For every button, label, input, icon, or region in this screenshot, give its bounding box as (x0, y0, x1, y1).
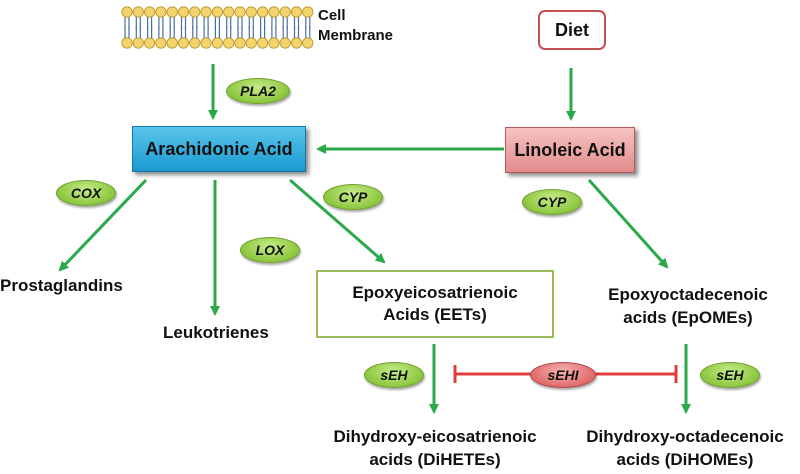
lipid-head (189, 6, 201, 18)
pla2-enzyme-pill: PLA2 (226, 78, 290, 104)
lipid-head (223, 6, 235, 18)
linoleic-acid-box: Linoleic Acid (505, 127, 635, 173)
lipid-head (234, 6, 246, 18)
arrow-aa-to-prostaglandins (58, 178, 148, 272)
lipid-head (155, 37, 167, 49)
dihetes-line2: acids (DiHETEs) (369, 450, 501, 469)
dihetes-line1: Dihydroxy-eicosatrienoic (333, 427, 537, 446)
lox-enzyme-pill: LOX (240, 237, 300, 263)
diet-box: Diet (538, 10, 606, 50)
epomes-line2: acids (EpOMEs) (623, 308, 753, 327)
lipid-head (132, 37, 144, 49)
lipid-head (144, 6, 156, 18)
cyp-aa-enzyme-pill: CYP (323, 184, 383, 210)
lipid-head (245, 6, 257, 18)
dihetes-label: Dihydroxy-eicosatrienoic acids (DiHETEs) (304, 425, 566, 471)
lipid-head (155, 6, 167, 18)
lipid-head (256, 37, 269, 49)
lipid-head (200, 6, 212, 18)
lipid-head (268, 37, 280, 49)
lipid-head (211, 37, 223, 49)
cox-enzyme-pill: COX (56, 180, 116, 206)
membrane-label-line1: Cell (318, 7, 346, 24)
membrane-label: Cell Membrane (318, 6, 393, 46)
epomes-line1: Epoxyoctadecenoic (608, 285, 768, 304)
lipid-head (290, 37, 303, 49)
dihomes-line1: Dihydroxy-octadecenoic (586, 427, 784, 446)
lipid-head (279, 6, 291, 18)
arrow-aa-to-eets (289, 178, 386, 264)
dihomes-label: Dihydroxy-octadecenoic acids (DiHOMEs) (570, 425, 800, 471)
lipid-head (200, 37, 212, 49)
lipid-head (302, 37, 314, 49)
cyp-la-enzyme-pill: CYP (522, 189, 582, 215)
lipid-head (189, 37, 201, 49)
eets-line1: Epoxyeicosatrienoic (352, 283, 518, 302)
lipid-head (166, 37, 178, 49)
epomes-label: Epoxyoctadecenoic acids (EpOMEs) (584, 283, 792, 329)
lipid-head (279, 37, 291, 49)
prostaglandins-label: Prostaglandins (0, 276, 123, 295)
lipid-head (223, 37, 235, 49)
lipid-head (177, 37, 190, 49)
lipid-head (245, 37, 257, 49)
arrow-la-to-epomes (587, 178, 669, 269)
seh-right-enzyme-pill: sEH (700, 362, 760, 388)
lipid-head (256, 6, 269, 18)
cell-membrane-bilayer (121, 6, 314, 49)
lipid-head (132, 6, 144, 18)
dihomes-line2: acids (DiHOMEs) (616, 450, 754, 469)
membrane-label-line2: Membrane (318, 27, 394, 44)
lipid-head (177, 6, 190, 18)
lipid-head (290, 6, 303, 18)
lipid-head (144, 37, 156, 49)
lipid-head (234, 37, 246, 49)
lipid-head (121, 6, 133, 18)
lipid-head (166, 6, 178, 18)
leukotrienes-label: Leukotrienes (163, 323, 269, 342)
lipid-head (211, 6, 223, 18)
lipid-head (302, 6, 314, 18)
eets-line2: Acids (EETs) (383, 305, 487, 324)
sehi-inhibitor-pill: sEHI (530, 362, 596, 388)
arachidonic-acid-box: Arachidonic Acid (132, 126, 306, 172)
lipid-head (121, 37, 133, 49)
eets-box: Epoxyeicosatrienoic Acids (EETs) (316, 270, 554, 338)
seh-left-enzyme-pill: sEH (364, 362, 424, 388)
lipid-head (268, 6, 280, 18)
